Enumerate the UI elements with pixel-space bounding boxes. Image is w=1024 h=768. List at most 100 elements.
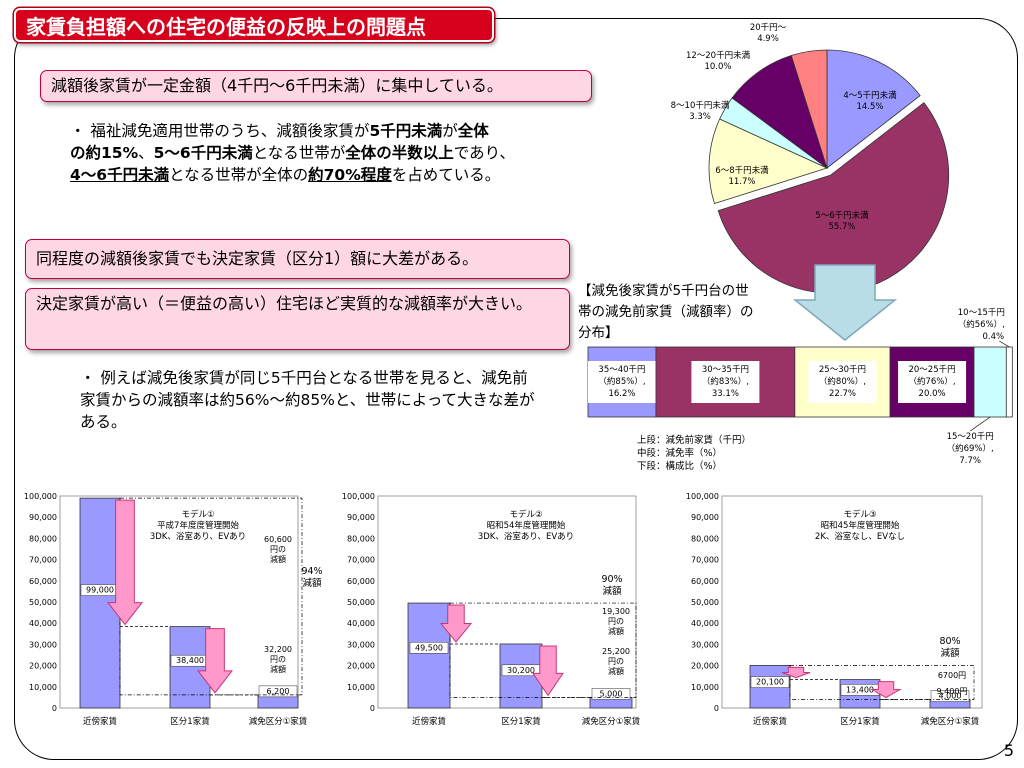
y-tick-label: 70,000 — [691, 556, 719, 565]
reduction-label: 32,200 — [264, 645, 292, 654]
y-tick-label: 80,000 — [691, 534, 719, 543]
y-tick-label: 10,000 — [29, 683, 57, 692]
y-tick-label: 60,000 — [691, 577, 719, 586]
reduction-label: 減額 — [608, 666, 624, 676]
x-category-label: 区分1家賃 — [501, 716, 541, 727]
y-tick-label: 50,000 — [29, 598, 57, 607]
reduction-arrow — [196, 628, 234, 694]
note-line-3: 下段：構成比（%） — [637, 461, 723, 472]
segment-rate: （約80%）, — [819, 376, 866, 387]
x-category-label: 近傍家賃 — [412, 716, 447, 727]
pie-slice — [790, 49, 828, 169]
y-tick-label: 90,000 — [691, 513, 719, 522]
value-label: 38,400 — [176, 656, 204, 665]
segment-range: 30～35千円 — [702, 364, 749, 375]
reduction-label: 円の — [270, 655, 286, 664]
distribution-title: 【減免後家賃が5千円台の世帯の減免前家賃（減額率）の分布】 — [578, 283, 754, 341]
y-tick-label: 30,000 — [29, 640, 57, 649]
note-line-1: 上段：減免前家賃（千円） — [637, 435, 752, 446]
segment-range: 15～20千円 — [947, 431, 994, 442]
segment-rate: （約76%）, — [909, 376, 956, 387]
value-label: 20,100 — [756, 678, 784, 687]
reduction-rate-label: 減額 — [302, 577, 322, 589]
y-tick-label: 100,000 — [24, 492, 57, 501]
model-title: モデル② — [509, 509, 542, 520]
y-tick-label: 90,000 — [29, 513, 57, 522]
segment-label-bg — [587, 361, 656, 403]
y-tick-label: 0 — [714, 704, 719, 713]
reduction-arrow — [439, 604, 473, 643]
y-tick-label: 10,000 — [347, 683, 375, 692]
reduction-arrow — [870, 681, 902, 699]
page-number: 5 — [1003, 741, 1014, 760]
reduction-label: 減額 — [608, 626, 624, 636]
leader-line — [999, 340, 1010, 348]
segment-range: 10～15千円 — [958, 307, 1005, 318]
distribution-bar: 35～40千円（約85%）,16.2%30～35千円（約83%）,33.1%25… — [587, 307, 1013, 466]
segment-share: 0.4% — [983, 332, 1005, 342]
x-category-label: 減免区分①家賃 — [582, 716, 641, 727]
model-chart-2: 010,00020,00030,00040,00050,00060,00070,… — [342, 492, 641, 727]
segment-rate: （約85%）, — [598, 376, 645, 387]
y-tick-label: 30,000 — [347, 640, 375, 649]
y-tick-label: 20,000 — [347, 662, 375, 671]
reduction-bracket — [789, 665, 975, 700]
y-tick-label: 100,000 — [686, 492, 719, 501]
reduction-label: 円の — [608, 617, 624, 626]
model-title: モデル① — [181, 509, 214, 520]
reduction-arrow — [532, 645, 564, 697]
reduction-label: 減額 — [270, 664, 286, 674]
leader-line — [969, 416, 991, 432]
pie-slice — [708, 118, 829, 205]
model-title: 昭和45年度管理開始 — [821, 520, 900, 531]
pie-slice-percent: 10.0% — [704, 62, 731, 72]
reduction-arrow — [106, 499, 144, 626]
segment-rate: （約56%）, — [958, 319, 1005, 330]
paragraph-concentration: ・ 福祉減免適用世帯のうち、減額後家賃が5千円未満が全体 の約15%、5～6千円… — [70, 122, 515, 184]
y-tick-label: 20,000 — [691, 662, 719, 671]
reduction-label: 減額 — [270, 554, 286, 564]
distribution-legend-note: 上段：減免前家賃（千円） 中段：減免率（%） 下段：構成比（%） — [637, 434, 797, 473]
reduction-rate-label: 減額 — [602, 585, 622, 597]
y-tick-label: 90,000 — [347, 513, 375, 522]
y-tick-label: 50,000 — [691, 598, 719, 607]
x-category-label: 減免区分①家賃 — [249, 716, 308, 727]
value-label: 13,400 — [846, 685, 874, 694]
pie-slice-label: 6～8千円未満 — [715, 165, 769, 176]
callout-box-reduction-rate: 決定家賃が高い（＝便益の高い）住宅ほど実質的な減額率が大きい。 — [25, 288, 570, 350]
model-title: 昭和54年度管理開始 — [487, 520, 566, 531]
reduction-rate-label: 94% — [301, 566, 322, 577]
pie-slice-label: 4～5千円未満 — [843, 90, 897, 101]
model-title: モデル③ — [843, 509, 876, 520]
reduction-label: 19,300 — [602, 607, 630, 616]
segment-range: 20～25千円 — [908, 364, 955, 375]
pie-slice-percent: 3.3% — [689, 112, 711, 122]
y-tick-label: 60,000 — [29, 577, 57, 586]
reduction-label: 60,600 — [264, 535, 292, 544]
callout-box-concentration: 減額後家賃が一定金額（4千円～6千円未満）に集中している。 — [40, 70, 592, 102]
segment-label-bg — [808, 361, 877, 403]
value-label: 49,500 — [415, 643, 443, 652]
value-label-bg — [930, 690, 970, 702]
segment-range: 35～40千円 — [598, 364, 645, 375]
segment-label-bg — [898, 361, 967, 403]
y-tick-label: 0 — [370, 704, 375, 713]
pie-slice-label: 5～6千円未満 — [815, 210, 869, 221]
model-title: 2K、浴室なし、EVなし — [815, 531, 905, 542]
value-label-bg — [258, 685, 298, 698]
distribution-segment — [973, 346, 1007, 418]
reduction-label: 6700円 — [938, 671, 966, 680]
segment-share: 20.0% — [919, 389, 946, 399]
reduction-label: 円の — [270, 545, 286, 554]
value-label-bg — [409, 642, 449, 654]
reduction-label: 25,200 — [602, 647, 630, 656]
reduction-rate-label: 減額 — [940, 647, 960, 659]
value-label: 4,000 — [939, 692, 962, 701]
model-bar — [169, 626, 211, 709]
reduction-rate-label: 90% — [601, 574, 622, 585]
value-label-bg — [750, 676, 790, 688]
pie-slice-percent: 14.5% — [856, 102, 883, 112]
reduction-label: 円の — [608, 657, 624, 666]
model-chart-3: 010,00020,00030,00040,00050,00060,00070,… — [686, 492, 983, 727]
segment-share: 22.7% — [829, 389, 856, 399]
